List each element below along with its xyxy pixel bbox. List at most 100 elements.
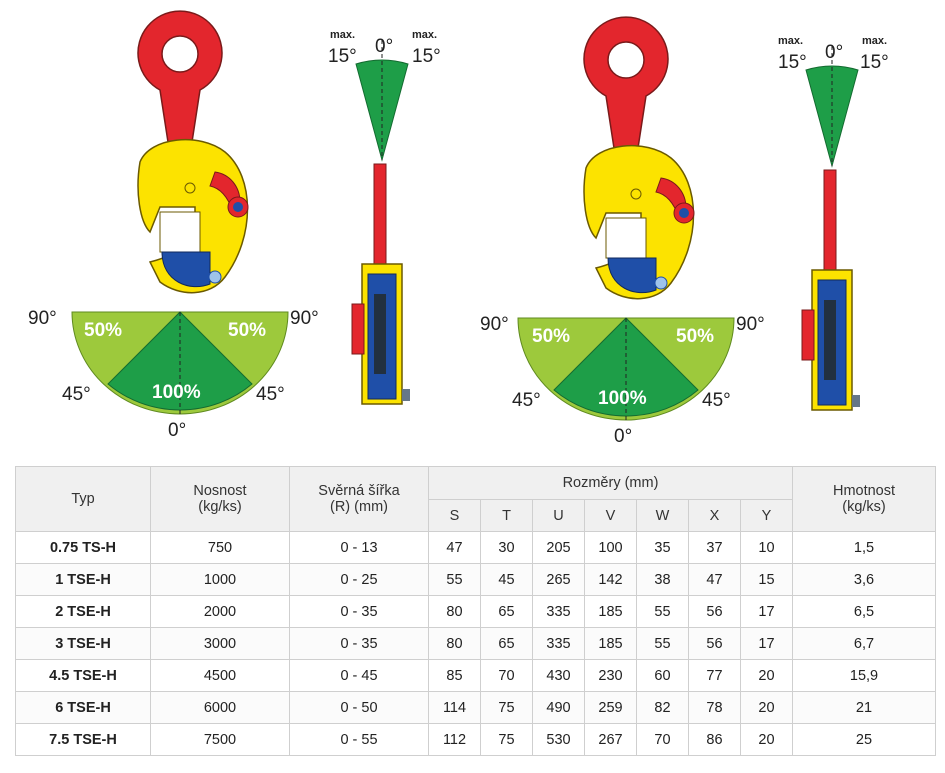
angle-0-left: 0° bbox=[168, 420, 186, 441]
cell-typ: 7.5 TSE-H bbox=[15, 723, 151, 756]
cell-sverna-sirka: 0 - 25 bbox=[289, 563, 429, 596]
cell-typ: 6 TSE-H bbox=[15, 691, 151, 724]
angle-45-right-a: 45° bbox=[512, 390, 541, 411]
cell-dimension: 65 bbox=[480, 627, 533, 660]
pct-50-right-a: 50% bbox=[532, 326, 570, 347]
cell-typ: 0.75 TS-H bbox=[15, 531, 151, 564]
cell-dimension: 114 bbox=[428, 691, 481, 724]
cell-dimension: 17 bbox=[740, 627, 793, 660]
angle-90-right-a: 90° bbox=[480, 314, 509, 335]
clamp-front-view-right bbox=[583, 16, 695, 300]
cell-dimension: 100 bbox=[584, 531, 637, 564]
pct-50-left-a: 50% bbox=[84, 320, 122, 341]
cell-dimension: 55 bbox=[636, 627, 689, 660]
cell-sverna-sirka: 0 - 35 bbox=[289, 627, 429, 660]
angle-45-left-b: 45° bbox=[256, 384, 285, 405]
cell-dimension: 37 bbox=[688, 531, 741, 564]
cell-dimension: 65 bbox=[480, 595, 533, 628]
angle-90-left-a: 90° bbox=[28, 308, 57, 329]
cell-dimension: 82 bbox=[636, 691, 689, 724]
cell-nosnost: 2000 bbox=[150, 595, 290, 628]
cell-typ: 3 TSE-H bbox=[15, 627, 151, 660]
cell-dimension: 142 bbox=[584, 563, 637, 596]
cell-dimension: 20 bbox=[740, 691, 793, 724]
cell-dimension: 205 bbox=[532, 531, 585, 564]
max-label-left-b: max. bbox=[412, 29, 437, 41]
angle-0-top-right: 0° bbox=[825, 42, 843, 63]
cell-dimension: 112 bbox=[428, 723, 481, 756]
cell-dimension: 530 bbox=[532, 723, 585, 756]
angle-45-right-b: 45° bbox=[702, 390, 731, 411]
header-dim-v: V bbox=[584, 499, 637, 532]
cell-typ: 2 TSE-H bbox=[15, 595, 151, 628]
clamp-side-view-left: max. max. 15° 15° 0° bbox=[328, 29, 441, 405]
cell-nosnost: 750 bbox=[150, 531, 290, 564]
header-typ: Typ bbox=[15, 466, 151, 532]
cell-dimension: 55 bbox=[636, 595, 689, 628]
header-hmotnost: Hmotnost (kg/ks) bbox=[792, 466, 936, 532]
angle-15-left-a: 15° bbox=[328, 46, 357, 67]
cell-dimension: 17 bbox=[740, 595, 793, 628]
angle-15-right-b: 15° bbox=[860, 52, 889, 73]
cell-nosnost: 3000 bbox=[150, 627, 290, 660]
cell-dimension: 86 bbox=[688, 723, 741, 756]
max-label-left-a: max. bbox=[330, 29, 355, 41]
cell-sverna-sirka: 0 - 50 bbox=[289, 691, 429, 724]
pct-50-left-b: 50% bbox=[228, 320, 266, 341]
angle-0-right: 0° bbox=[614, 426, 632, 447]
cell-dimension: 80 bbox=[428, 595, 481, 628]
cell-dimension: 75 bbox=[480, 723, 533, 756]
cell-dimension: 38 bbox=[636, 563, 689, 596]
header-rozmery: Rozměry (mm) bbox=[428, 466, 793, 500]
cell-dimension: 30 bbox=[480, 531, 533, 564]
max-label-right-a: max. bbox=[778, 35, 803, 47]
header-dim-u: U bbox=[532, 499, 585, 532]
angle-0-top-left: 0° bbox=[375, 36, 393, 57]
cell-dimension: 230 bbox=[584, 659, 637, 692]
cell-sverna-sirka: 0 - 45 bbox=[289, 659, 429, 692]
cell-dimension: 70 bbox=[480, 659, 533, 692]
cell-dimension: 15 bbox=[740, 563, 793, 596]
angle-fan-left: 50% 50% 100% 90° 90° 45° 45° 0° bbox=[28, 308, 319, 441]
cell-dimension: 56 bbox=[688, 627, 741, 660]
cell-sverna-sirka: 0 - 13 bbox=[289, 531, 429, 564]
cell-hmotnost: 25 bbox=[792, 723, 936, 756]
cell-sverna-sirka: 0 - 35 bbox=[289, 595, 429, 628]
cell-sverna-sirka: 0 - 55 bbox=[289, 723, 429, 756]
cell-hmotnost: 3,6 bbox=[792, 563, 936, 596]
angle-15-right-a: 15° bbox=[778, 52, 807, 73]
cell-nosnost: 1000 bbox=[150, 563, 290, 596]
cell-dimension: 47 bbox=[428, 531, 481, 564]
cell-dimension: 75 bbox=[480, 691, 533, 724]
header-sverna-sirka: Svěrná šířka (R) (mm) bbox=[289, 466, 429, 532]
header-dim-y: Y bbox=[740, 499, 793, 532]
header-dim-w: W bbox=[636, 499, 689, 532]
cell-dimension: 85 bbox=[428, 659, 481, 692]
cell-dimension: 60 bbox=[636, 659, 689, 692]
angle-90-left-b: 90° bbox=[290, 308, 319, 329]
cell-dimension: 267 bbox=[584, 723, 637, 756]
cell-hmotnost: 21 bbox=[792, 691, 936, 724]
cell-dimension: 430 bbox=[532, 659, 585, 692]
cell-dimension: 56 bbox=[688, 595, 741, 628]
angle-15-left-b: 15° bbox=[412, 46, 441, 67]
cell-dimension: 45 bbox=[480, 563, 533, 596]
pct-50-right-b: 50% bbox=[676, 326, 714, 347]
clamp-side-view-right: max. max. 15° 15° 0° bbox=[778, 35, 889, 411]
pct-100-right: 100% bbox=[598, 388, 647, 409]
cell-nosnost: 4500 bbox=[150, 659, 290, 692]
cell-typ: 1 TSE-H bbox=[15, 563, 151, 596]
angle-90-right-b: 90° bbox=[736, 314, 765, 335]
cell-hmotnost: 1,5 bbox=[792, 531, 936, 564]
cell-dimension: 259 bbox=[584, 691, 637, 724]
cell-dimension: 77 bbox=[688, 659, 741, 692]
cell-dimension: 20 bbox=[740, 659, 793, 692]
spec-table: Typ Nosnost (kg/ks) Svěrná šířka (R) (mm… bbox=[15, 466, 936, 756]
cell-hmotnost: 6,7 bbox=[792, 627, 936, 660]
cell-dimension: 335 bbox=[532, 595, 585, 628]
